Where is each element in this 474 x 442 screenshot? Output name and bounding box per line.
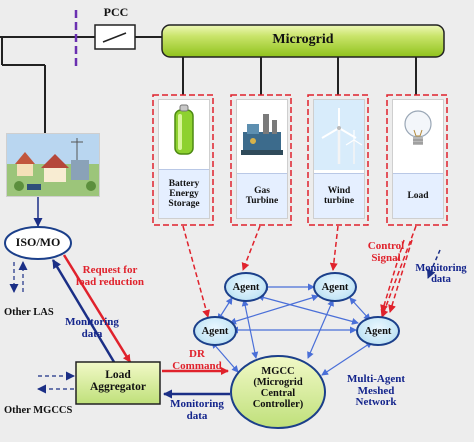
monitoring-data-right-label: Monitoring data bbox=[410, 263, 472, 285]
request-line-2: load reduction bbox=[76, 275, 144, 288]
battery-label-2: Energy bbox=[169, 188, 199, 199]
battery-frame bbox=[152, 94, 214, 226]
multi-agent-network-label: Multi-Agent Meshed Network bbox=[330, 373, 422, 409]
light-bulb-icon bbox=[404, 110, 432, 145]
microgrid-bus bbox=[161, 24, 445, 58]
mgcc-line-1: MGCC bbox=[261, 366, 295, 377]
monitoring-data-bottom-label: Monitoring data bbox=[164, 398, 230, 422]
network-line-2: Meshed bbox=[357, 384, 395, 397]
mgcc-label: MGCC (Microgrid Central Controller) bbox=[231, 366, 325, 410]
gas-turbine-frame bbox=[230, 94, 292, 226]
gas-label-2: Turbine bbox=[245, 196, 279, 206]
load-label: Load bbox=[407, 190, 429, 201]
monitoring-data-left-label: Monitoring data bbox=[60, 316, 124, 340]
mgcc-node bbox=[230, 355, 326, 429]
agent-node-top-left: Agent bbox=[224, 272, 268, 302]
load-frame bbox=[386, 94, 448, 226]
control-signal-line-2: Signal bbox=[371, 251, 401, 264]
request-load-reduction-label: Request for load reduction bbox=[70, 264, 150, 288]
dr-command-label: DR Command bbox=[168, 348, 226, 372]
control-signal-line-1: Control bbox=[367, 240, 405, 252]
battery-icon bbox=[174, 104, 194, 155]
gas-turbine-icon bbox=[241, 114, 283, 155]
request-line-1: Request for bbox=[82, 264, 138, 276]
monitoring-left-line-2: data bbox=[81, 327, 103, 340]
iso-mo-label: ISO/MO bbox=[15, 235, 61, 249]
monitoring-right-line-1: Monitoring bbox=[415, 263, 467, 274]
other-las-label: Other LAS bbox=[4, 307, 54, 318]
wind-label-1: Wind bbox=[327, 185, 351, 196]
agent-node-right: Agent bbox=[356, 316, 400, 346]
load-aggregator-label: Load Aggregator bbox=[76, 369, 160, 393]
monitoring-bottom-line-2: data bbox=[186, 409, 208, 422]
load-aggregator-line-2: Aggregator bbox=[90, 381, 146, 394]
other-mgccs-label: Other MGCCS bbox=[4, 405, 73, 416]
dr-command-line-2: Command bbox=[172, 359, 222, 372]
load-aggregator-line-1: Load bbox=[105, 369, 131, 381]
mgcc-line-3: Central bbox=[260, 388, 296, 400]
battery-label-1: Battery bbox=[168, 178, 200, 189]
load-aggregator-box bbox=[75, 361, 161, 405]
mgcc-line-2: (Microgrid bbox=[253, 377, 303, 389]
monitoring-bottom-line-1: Monitoring bbox=[170, 398, 224, 410]
wind-label-2: turbine bbox=[323, 196, 355, 206]
agent-node-left: Agent bbox=[193, 316, 237, 346]
iso-mo-node bbox=[4, 226, 72, 260]
agent-node-top-right: Agent bbox=[313, 272, 357, 302]
monitoring-left-line-1: Monitoring bbox=[65, 316, 119, 328]
battery-label-3: Storage bbox=[168, 199, 200, 210]
mgcc-line-4: Controller) bbox=[252, 399, 304, 411]
network-line-1: Multi-Agent bbox=[346, 373, 406, 385]
microgrid-label: Microgrid bbox=[272, 32, 334, 47]
network-line-3: Network bbox=[355, 396, 397, 409]
load-card: Load bbox=[392, 99, 444, 219]
wind-turbine-icon bbox=[314, 100, 364, 170]
monitoring-right-line-2: data bbox=[431, 274, 451, 286]
pcc-label: PCC bbox=[103, 5, 129, 19]
dr-command-line-1: DR bbox=[189, 348, 205, 360]
pcc-switch-blade bbox=[102, 32, 127, 43]
wind-turbine-frame bbox=[307, 94, 369, 226]
gas-label-1: Gas bbox=[254, 185, 270, 196]
control-signal-label: Control Signal bbox=[358, 240, 414, 264]
residential-area-picture bbox=[6, 133, 100, 197]
